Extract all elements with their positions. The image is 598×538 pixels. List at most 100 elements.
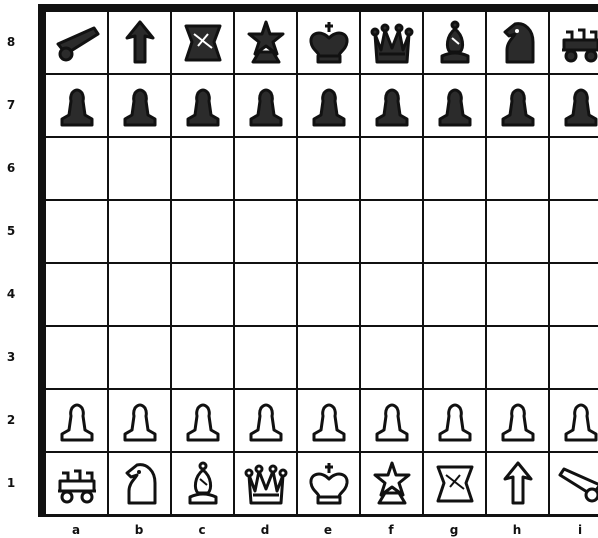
white-bishop-piece[interactable] [180, 461, 226, 507]
square-i1[interactable] [550, 453, 598, 514]
square-g1[interactable] [424, 453, 485, 514]
black-shield-piece[interactable] [180, 20, 226, 66]
square-i5[interactable] [550, 201, 598, 262]
square-d4[interactable] [235, 264, 296, 325]
square-c8[interactable] [172, 12, 233, 73]
square-e3[interactable] [298, 327, 359, 388]
square-i4[interactable] [550, 264, 598, 325]
square-c2[interactable] [172, 390, 233, 451]
white-king-piece[interactable] [306, 461, 352, 507]
white-pawn-piece[interactable] [180, 398, 226, 444]
square-i2[interactable] [550, 390, 598, 451]
white-pawn-piece[interactable] [306, 398, 352, 444]
white-pawn-piece[interactable] [369, 398, 415, 444]
white-pawn-piece[interactable] [243, 398, 289, 444]
white-star-piece[interactable] [369, 461, 415, 507]
square-d6[interactable] [235, 138, 296, 199]
square-a5[interactable] [46, 201, 107, 262]
white-pawn-piece[interactable] [117, 398, 163, 444]
square-a4[interactable] [46, 264, 107, 325]
square-b4[interactable] [109, 264, 170, 325]
square-f8[interactable] [361, 12, 422, 73]
square-c4[interactable] [172, 264, 233, 325]
square-g7[interactable] [424, 75, 485, 136]
square-a2[interactable] [46, 390, 107, 451]
square-f7[interactable] [361, 75, 422, 136]
square-h4[interactable] [487, 264, 548, 325]
square-e1[interactable] [298, 453, 359, 514]
black-pawn-piece[interactable] [54, 83, 100, 129]
square-d7[interactable] [235, 75, 296, 136]
square-a3[interactable] [46, 327, 107, 388]
black-star-piece[interactable] [243, 20, 289, 66]
square-c6[interactable] [172, 138, 233, 199]
square-b7[interactable] [109, 75, 170, 136]
white-pawn-piece[interactable] [558, 398, 598, 444]
square-h1[interactable] [487, 453, 548, 514]
square-e2[interactable] [298, 390, 359, 451]
white-rook-piece[interactable] [54, 461, 100, 507]
square-c7[interactable] [172, 75, 233, 136]
square-g8[interactable] [424, 12, 485, 73]
black-pawn-piece[interactable] [495, 83, 541, 129]
square-d1[interactable] [235, 453, 296, 514]
square-c1[interactable] [172, 453, 233, 514]
square-d5[interactable] [235, 201, 296, 262]
black-king-piece[interactable] [306, 20, 352, 66]
black-pawn-piece[interactable] [369, 83, 415, 129]
square-i3[interactable] [550, 327, 598, 388]
white-queen-piece[interactable] [243, 461, 289, 507]
square-e6[interactable] [298, 138, 359, 199]
square-h3[interactable] [487, 327, 548, 388]
square-e5[interactable] [298, 201, 359, 262]
square-a1[interactable] [46, 453, 107, 514]
black-pawn-piece[interactable] [117, 83, 163, 129]
square-i6[interactable] [550, 138, 598, 199]
square-d2[interactable] [235, 390, 296, 451]
square-b2[interactable] [109, 390, 170, 451]
black-cannon-piece[interactable] [54, 20, 100, 66]
black-queen-piece[interactable] [369, 20, 415, 66]
square-d3[interactable] [235, 327, 296, 388]
square-b6[interactable] [109, 138, 170, 199]
black-pawn-piece[interactable] [558, 83, 598, 129]
white-arrow-piece[interactable] [495, 461, 541, 507]
square-f3[interactable] [361, 327, 422, 388]
black-arrow-piece[interactable] [117, 20, 163, 66]
square-h6[interactable] [487, 138, 548, 199]
square-a7[interactable] [46, 75, 107, 136]
square-e4[interactable] [298, 264, 359, 325]
square-f5[interactable] [361, 201, 422, 262]
square-a8[interactable] [46, 12, 107, 73]
square-h7[interactable] [487, 75, 548, 136]
square-f4[interactable] [361, 264, 422, 325]
square-g5[interactable] [424, 201, 485, 262]
square-e8[interactable] [298, 12, 359, 73]
square-i7[interactable] [550, 75, 598, 136]
square-c5[interactable] [172, 201, 233, 262]
white-shield-piece[interactable] [432, 461, 478, 507]
square-i8[interactable] [550, 12, 598, 73]
black-pawn-piece[interactable] [243, 83, 289, 129]
white-knight-piece[interactable] [117, 461, 163, 507]
black-pawn-piece[interactable] [306, 83, 352, 129]
black-pawn-piece[interactable] [180, 83, 226, 129]
white-pawn-piece[interactable] [495, 398, 541, 444]
square-f6[interactable] [361, 138, 422, 199]
square-f2[interactable] [361, 390, 422, 451]
square-g2[interactable] [424, 390, 485, 451]
square-g3[interactable] [424, 327, 485, 388]
square-b5[interactable] [109, 201, 170, 262]
square-b1[interactable] [109, 453, 170, 514]
black-bishop-piece[interactable] [432, 20, 478, 66]
square-f1[interactable] [361, 453, 422, 514]
square-g4[interactable] [424, 264, 485, 325]
black-rook-piece[interactable] [558, 20, 598, 66]
black-pawn-piece[interactable] [432, 83, 478, 129]
square-b3[interactable] [109, 327, 170, 388]
square-c3[interactable] [172, 327, 233, 388]
white-pawn-piece[interactable] [432, 398, 478, 444]
square-h5[interactable] [487, 201, 548, 262]
square-d8[interactable] [235, 12, 296, 73]
square-e7[interactable] [298, 75, 359, 136]
